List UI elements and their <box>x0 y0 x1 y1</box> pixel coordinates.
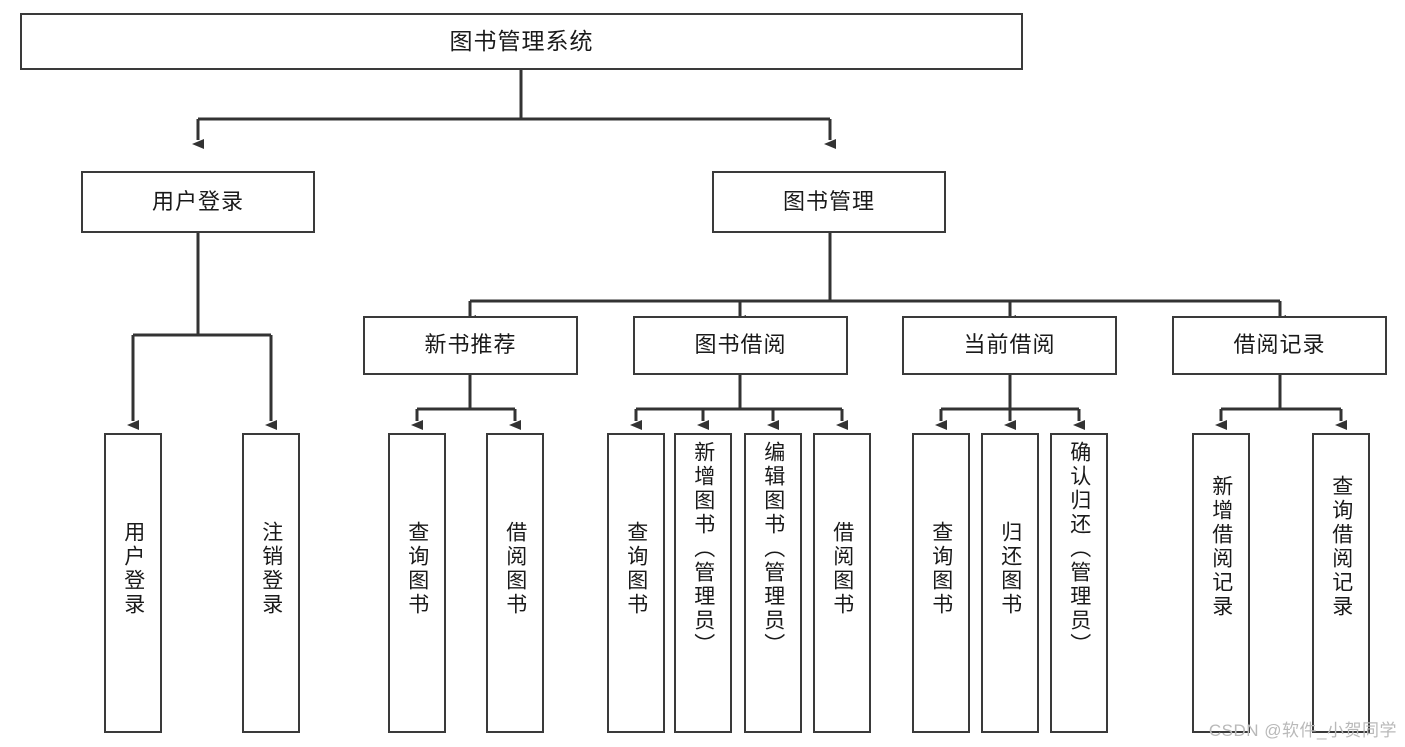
node-label: 图书借阅 <box>694 332 787 358</box>
node-label: 图书管理系统 <box>449 27 594 54</box>
leaf-book-borrow-borrow-book[interactable]: 借阅图书 <box>813 433 871 733</box>
node-book-borrow[interactable]: 图书借阅 <box>633 316 848 375</box>
leaf-label: 借阅图书 <box>503 521 527 617</box>
node-book-management[interactable]: 图书管理 <box>712 171 946 233</box>
leaf-user-login-login[interactable]: 用户登录 <box>104 433 162 733</box>
leaf-label: 查询借阅记录 <box>1329 475 1353 619</box>
leaf-label: 查询图书 <box>624 521 648 617</box>
leaf-book-borrow-query-book[interactable]: 查询图书 <box>607 433 665 733</box>
leaf-new-book-borrow-book[interactable]: 借阅图书 <box>486 433 544 733</box>
leaf-book-borrow-edit-book-admin[interactable]: 编辑图书（管理员） <box>744 433 802 733</box>
leaf-label: 用户登录 <box>121 521 145 617</box>
node-new-book-recommend[interactable]: 新书推荐 <box>363 316 578 375</box>
csdn-watermark: CSDN @软件_小贺同学 <box>1208 721 1397 740</box>
leaf-current-borrow-return-book[interactable]: 归还图书 <box>981 433 1039 733</box>
leaf-borrow-record-query-record[interactable]: 查询借阅记录 <box>1312 433 1370 733</box>
leaf-user-login-logout[interactable]: 注销登录 <box>242 433 300 733</box>
node-current-borrow[interactable]: 当前借阅 <box>902 316 1117 375</box>
leaf-borrow-record-add-record[interactable]: 新增借阅记录 <box>1192 433 1250 733</box>
leaf-book-borrow-add-book-admin[interactable]: 新增图书（管理员） <box>674 433 732 733</box>
node-root-book-management-system[interactable]: 图书管理系统 <box>20 13 1023 70</box>
leaf-label: 查询图书 <box>405 521 429 617</box>
node-borrow-record[interactable]: 借阅记录 <box>1172 316 1387 375</box>
leaf-label: 注销登录 <box>259 521 283 617</box>
node-user-login[interactable]: 用户登录 <box>81 171 315 233</box>
leaf-current-borrow-confirm-return-admin[interactable]: 确认归还（管理员） <box>1050 433 1108 733</box>
leaf-label: 新增借阅记录 <box>1209 475 1233 619</box>
leaf-current-borrow-query-book[interactable]: 查询图书 <box>912 433 970 733</box>
node-label: 图书管理 <box>782 188 875 214</box>
leaf-label: 借阅图书 <box>830 521 854 617</box>
leaf-label: 确认归还（管理员） <box>1067 441 1091 657</box>
leaf-label: 查询图书 <box>929 521 953 617</box>
leaf-new-book-query-book[interactable]: 查询图书 <box>388 433 446 733</box>
node-label: 当前借阅 <box>963 332 1056 358</box>
leaf-label: 归还图书 <box>998 521 1022 617</box>
leaf-label: 新增图书（管理员） <box>691 441 715 657</box>
node-label: 新书推荐 <box>424 332 517 358</box>
leaf-label: 编辑图书（管理员） <box>761 441 785 657</box>
node-label: 借阅记录 <box>1233 332 1326 358</box>
node-label: 用户登录 <box>151 188 244 214</box>
